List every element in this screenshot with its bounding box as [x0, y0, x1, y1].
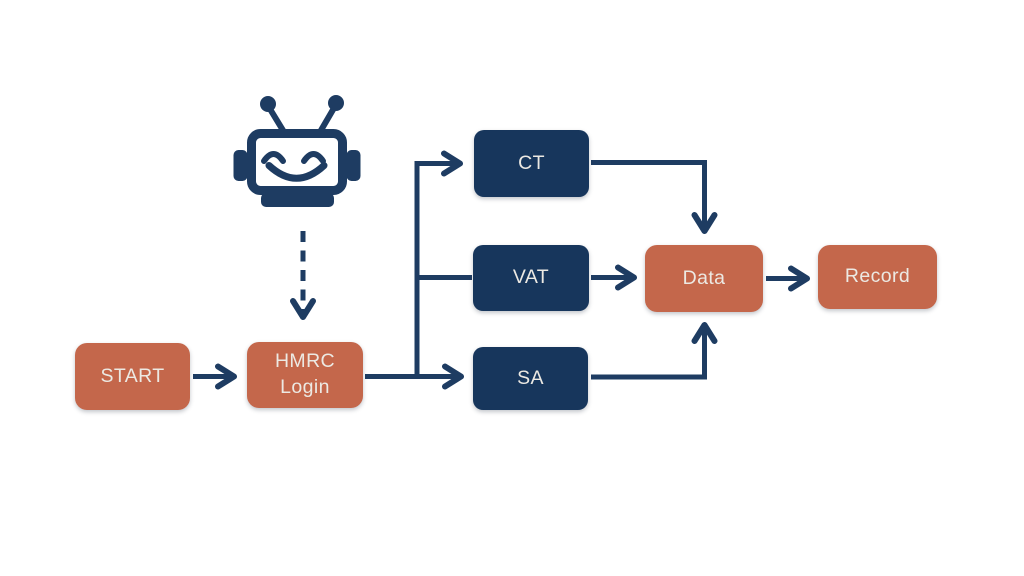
node-ct: CT	[474, 130, 589, 197]
node-hmrc-login: HMRC Login	[247, 342, 363, 408]
edge-branch-to-ct	[414, 150, 463, 374]
node-vat-label: VAT	[512, 266, 550, 289]
node-vat: VAT	[473, 245, 589, 311]
robot-right-eye	[301, 151, 326, 164]
node-data-label: Data	[682, 266, 726, 289]
robot-icon	[233, 95, 361, 207]
node-start-label: START	[100, 364, 165, 387]
node-record-label: Record	[844, 265, 911, 288]
node-data: Data	[645, 245, 763, 312]
node-sa: SA	[473, 347, 588, 410]
node-ct-label: CT	[518, 151, 545, 174]
robot-left-eye	[261, 151, 286, 164]
robot-smile	[265, 162, 328, 182]
node-sa-label: SA	[517, 366, 544, 389]
node-hmrc-login-label: HMRC Login	[274, 350, 336, 398]
node-start: START	[75, 343, 190, 410]
node-record: Record	[818, 245, 937, 309]
edge-sa-to-data	[591, 322, 718, 380]
robot-neck	[261, 193, 334, 207]
edge-ct-to-data	[591, 160, 718, 234]
